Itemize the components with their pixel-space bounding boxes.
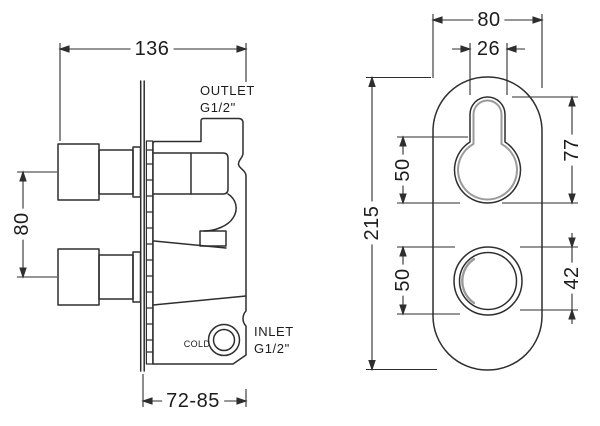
dim-72-85-label: 72-85 (162, 391, 224, 411)
lower-handle-side (57, 248, 142, 306)
dim-50-lower-label: 50 (392, 264, 414, 296)
keyhole-control-inner (457, 99, 518, 201)
dim-42-label: 42 (561, 262, 583, 294)
dim-80-right-label: 80 (473, 10, 505, 30)
inlet-label-line2: G1/2" (254, 341, 290, 356)
cartridge-rail (145, 140, 154, 365)
outlet-label: OUTLET G1/2" (200, 82, 255, 116)
upper-handle-side (57, 143, 142, 201)
outlet-label-line2: G1/2" (200, 100, 236, 115)
cartridge-block (152, 152, 229, 195)
dim-136-label: 136 (130, 39, 174, 59)
dim-50-upper-lines (397, 135, 468, 205)
valve-body-outline (152, 117, 247, 365)
inlet-port-circle (207, 323, 241, 357)
dim-77-label: 77 (561, 134, 583, 166)
right-view-front-faceplate (432, 76, 543, 371)
dim-80-left-lines (17, 170, 57, 279)
left-view-side-elevation (57, 80, 247, 372)
keyhole-control-outer (453, 96, 522, 204)
dim-215-label: 215 (361, 201, 383, 245)
outlet-label-line1: OUTLET (200, 83, 255, 98)
dim-26-label: 26 (472, 39, 505, 59)
mixer-chamber-detail (152, 193, 247, 306)
lower-knob-front (453, 246, 523, 316)
dim-26-lines (452, 43, 525, 95)
inlet-label: INLET G1/2" (254, 323, 294, 357)
faceplate-oval (432, 76, 543, 371)
dim-80-right-lines (431, 14, 544, 88)
cold-port-label: COLD (183, 339, 211, 349)
inlet-label-line1: INLET (254, 324, 294, 339)
wall-plate-side (139, 80, 145, 372)
dim-80-left-label: 80 (11, 208, 33, 240)
dim-50-upper-label: 50 (392, 154, 414, 186)
dimension-linework (17, 14, 578, 407)
